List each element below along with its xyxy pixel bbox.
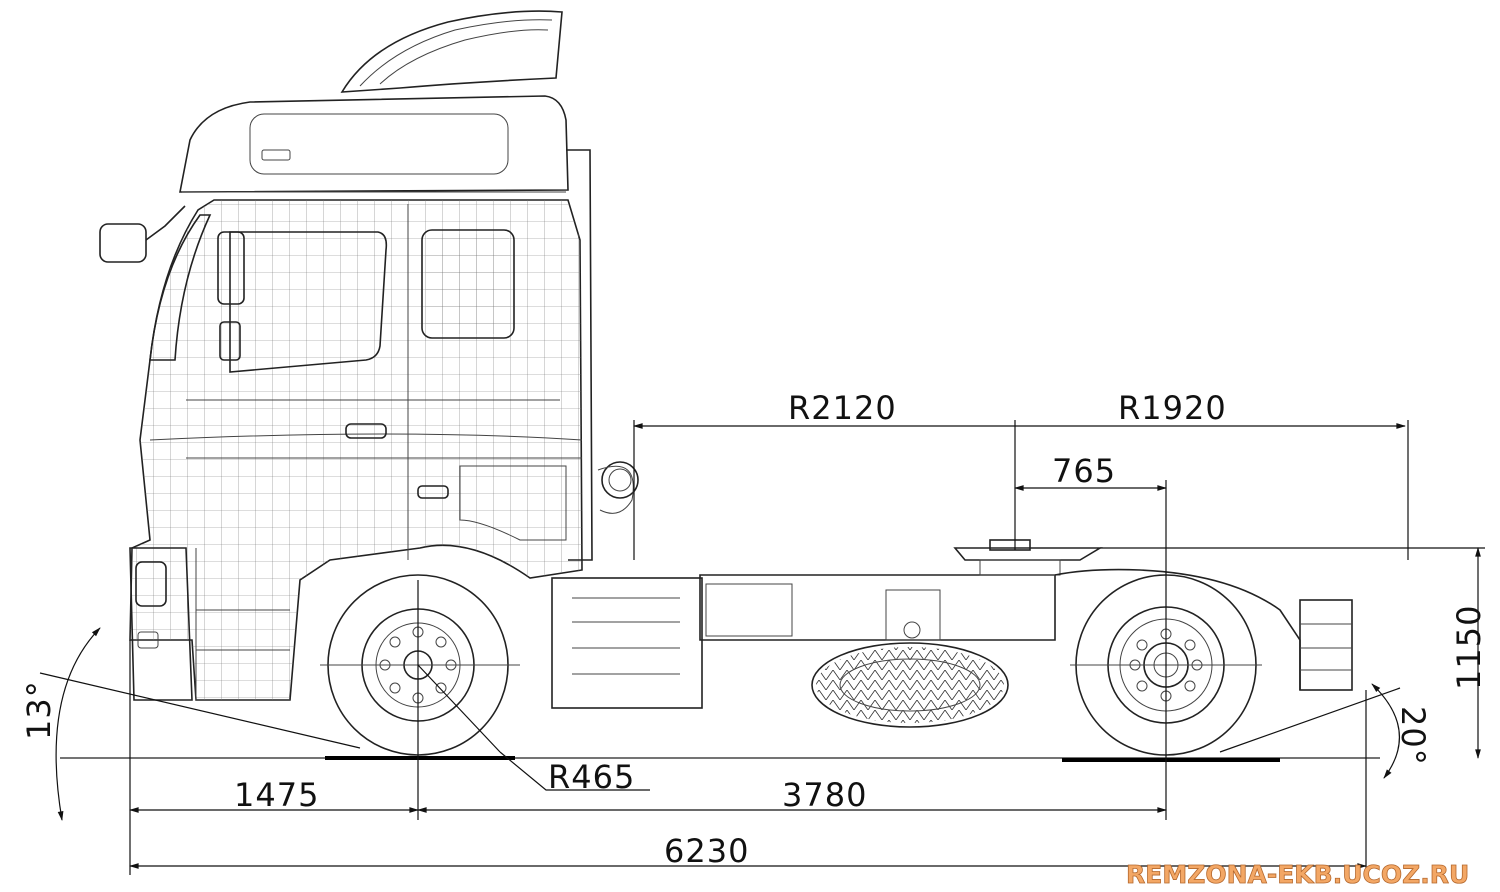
dim-1475: 1475 bbox=[234, 776, 319, 814]
sleeper-window bbox=[421, 229, 515, 339]
fifth-wheel bbox=[953, 547, 1103, 561]
dim-approach-angle: 13° bbox=[20, 680, 58, 740]
door-window bbox=[229, 231, 388, 373]
roof-panel bbox=[249, 113, 509, 175]
mirror bbox=[99, 223, 147, 263]
battery-box bbox=[551, 577, 703, 709]
dim-r1920: R1920 bbox=[1118, 389, 1227, 427]
roof-spoiler bbox=[340, 10, 563, 93]
dim-765: 765 bbox=[1052, 452, 1116, 490]
headlight bbox=[135, 561, 167, 607]
dim-6230: 6230 bbox=[664, 832, 749, 870]
truck-outline bbox=[99, 10, 1353, 756]
dim-r465: R465 bbox=[548, 758, 635, 796]
door-handle bbox=[345, 423, 387, 439]
chassis-frame bbox=[699, 574, 1056, 641]
dim-3780: 3780 bbox=[782, 776, 867, 814]
dim-1150: 1150 bbox=[1450, 605, 1488, 690]
spare-tire bbox=[811, 642, 1009, 728]
watermark: REMZONA-EKB.UCOZ.RU bbox=[1126, 860, 1469, 889]
dim-departure-angle: 20° bbox=[1394, 706, 1432, 766]
dim-r2120: R2120 bbox=[788, 389, 897, 427]
cab-roof bbox=[179, 95, 569, 193]
dimension-lines bbox=[39, 420, 1485, 875]
rear-light bbox=[1299, 599, 1353, 691]
